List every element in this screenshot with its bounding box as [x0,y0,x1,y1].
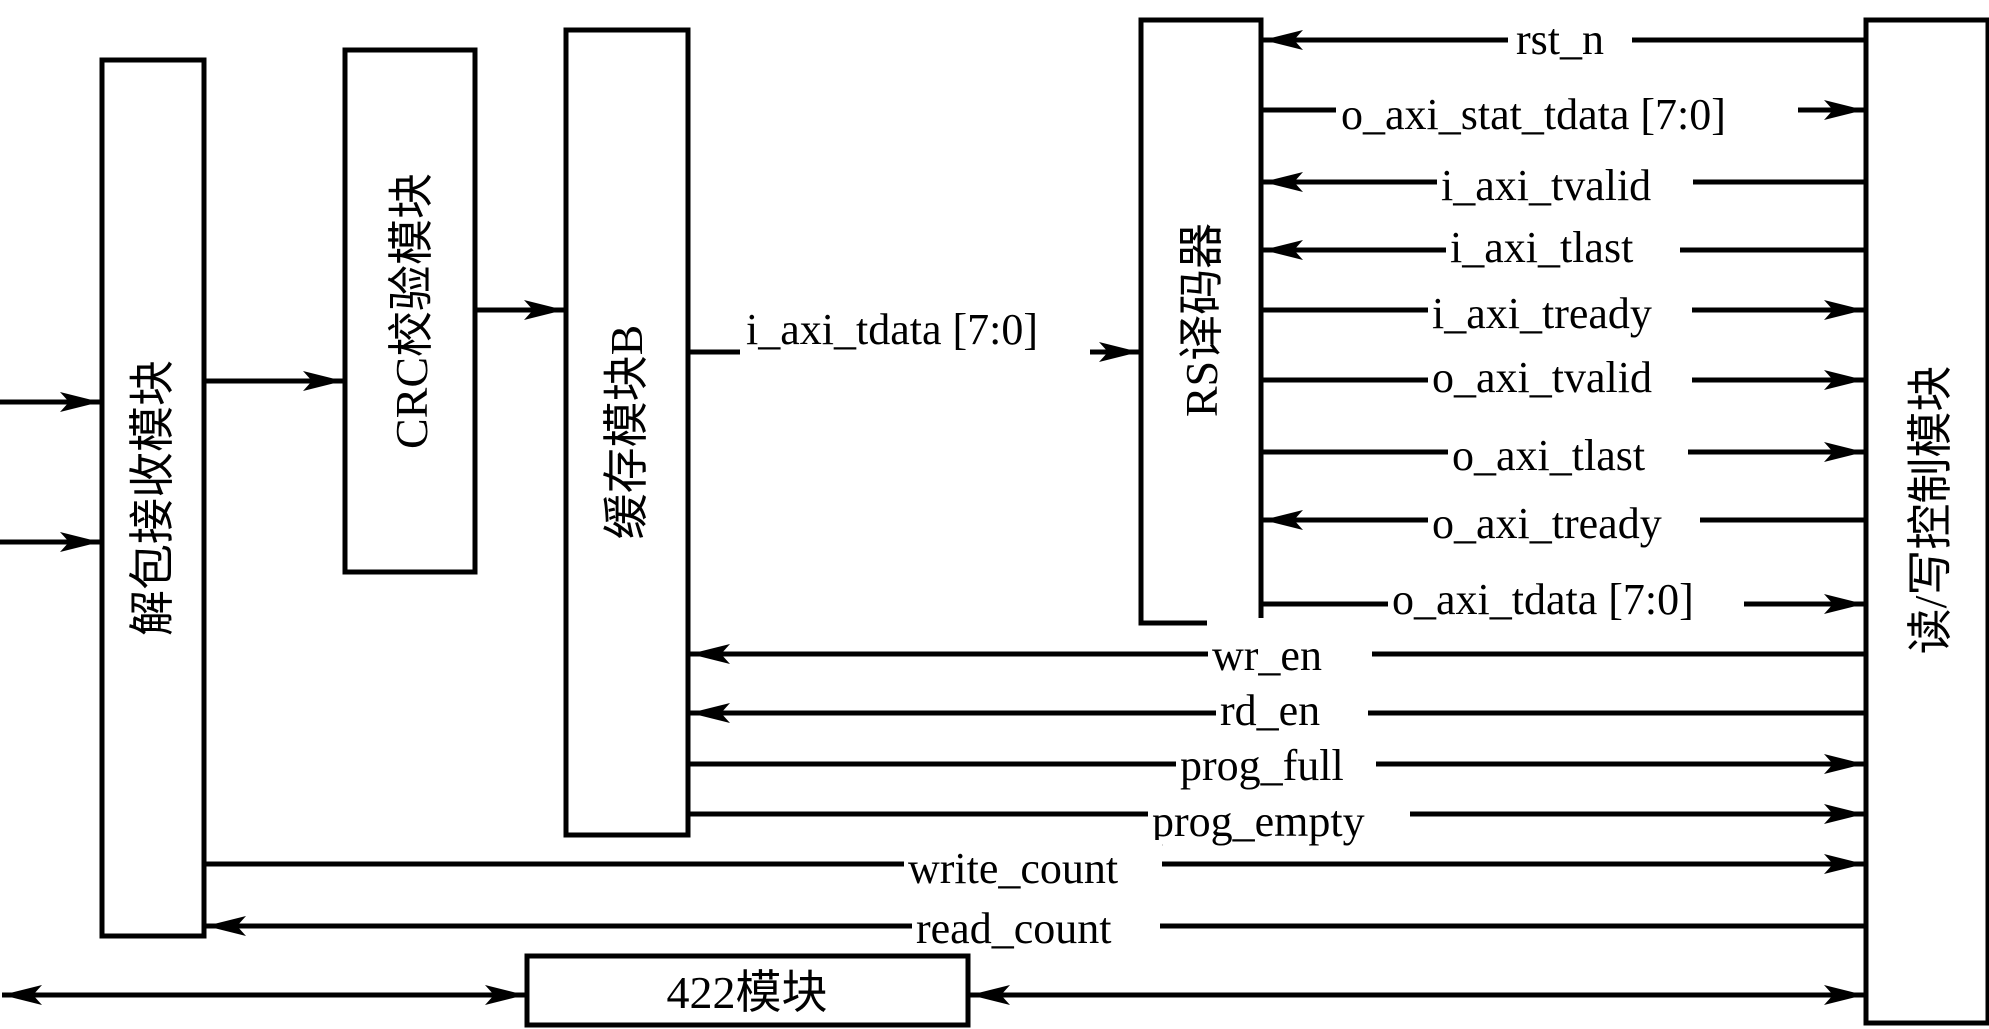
signal-o-axi-tlast-label: o_axi_tlast [1452,431,1645,480]
signal-wr-en: wr_en [690,630,1866,680]
unpack-receive-module-label: 解包接收模块 [127,360,178,636]
signal-o-axi-tdata: o_axi_tdata [7:0] [1261,572,1864,624]
signal-prog-full-label: prog_full [1180,741,1344,790]
buffer-module-b: 缓存模块B [563,27,691,838]
signal-o-axi-tlast: o_axi_tlast [1261,426,1864,480]
signal-wr-en-label: wr_en [1212,631,1322,680]
module-422-label: 422模块 [667,967,828,1018]
rw-control-module: 读/写控制模块 [1863,17,1989,1026]
signal-o-axi-tready-label: o_axi_tready [1432,499,1662,548]
signal-write-count: write_count [204,840,1864,893]
crc-check-module-label: CRC校验模块 [386,173,437,449]
buffer-module-b-label: 缓存模块B [601,325,652,540]
module-422: 422模块 [524,953,971,1028]
signal-read-count: read_count [206,898,1866,953]
signal-i-axi-tdata: i_axi_tdata [7:0] [688,300,1139,362]
signal-o-axi-tvalid: o_axi_tvalid [1261,352,1864,402]
signal-read-count-label: read_count [916,904,1111,953]
signal-i-axi-tvalid: i_axi_tvalid [1263,156,1866,210]
signal-i-axi-tlast: i_axi_tlast [1263,222,1866,274]
rs-decoder-label: RS译码器 [1176,223,1227,417]
rs-decoder: RS译码器 [1138,17,1264,626]
signal-rd-en-label: rd_en [1220,686,1320,735]
rw-control-module-label: 读/写控制模块 [1905,366,1956,655]
crc-check-module: CRC校验模块 [342,47,478,575]
signal-rst-n: rst_n [1263,12,1866,64]
signal-prog-full: prog_full [688,738,1864,790]
signal-i-axi-tready-label: i_axi_tready [1432,289,1652,338]
signal-rd-en: rd_en [690,686,1866,736]
signal-i-axi-tlast-label: i_axi_tlast [1450,223,1633,272]
signal-write-count-label: write_count [908,844,1118,893]
signal-o-axi-stat-tdata: o_axi_stat_tdata [7:0] [1261,84,1864,139]
signal-o-axi-stat-tdata-label: o_axi_stat_tdata [7:0] [1341,90,1726,139]
signal-o-axi-tvalid-label: o_axi_tvalid [1432,353,1652,402]
signal-prog-empty: prog_empty [688,790,1864,846]
signal-o-axi-tdata-label: o_axi_tdata [7:0] [1392,575,1694,624]
signal-rst-n-label: rst_n [1516,15,1604,64]
unpack-receive-module: 解包接收模块 [99,57,207,939]
signal-i-axi-tdata-label: i_axi_tdata [7:0] [746,305,1038,354]
signal-o-axi-tready: o_axi_tready [1263,494,1866,548]
signal-prog-empty-label: prog_empty [1152,797,1365,846]
signal-i-axi-tvalid-label: i_axi_tvalid [1441,161,1651,210]
signal-i-axi-tready: i_axi_tready [1261,284,1864,338]
